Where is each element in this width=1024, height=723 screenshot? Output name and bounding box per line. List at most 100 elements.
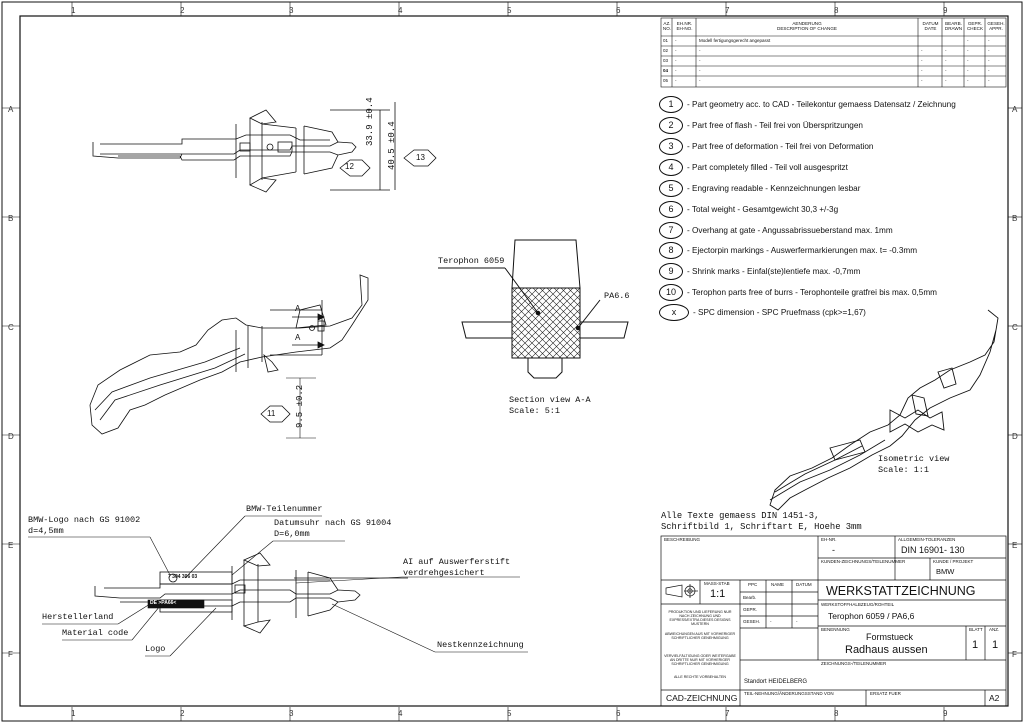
- tb-ersatz-label: ERSATZ FUER: [870, 691, 901, 696]
- zone-row-e-right: E: [1012, 541, 1018, 550]
- callout-leaders: [28, 515, 528, 657]
- rev-row-1-check: -: [967, 38, 969, 43]
- note-bubble: 3: [659, 137, 683, 155]
- tb-disclaimer-4: ALLE RECHTE VORBEHALTEN: [673, 675, 727, 679]
- tb-anz: 1: [992, 639, 999, 651]
- tb-gepr: GEPR.: [743, 607, 758, 612]
- rev-row-3-check: -: [967, 58, 969, 63]
- tb-disclaimer-1: PRODUKTION UND LIEFERUNG NUR NACH ZEICHN…: [668, 610, 732, 627]
- tb-beschreibung: BESCHREIBUNG: [664, 537, 701, 542]
- tb-name: NAME: [771, 582, 785, 587]
- rev-header-drawn: BEARB. DRAWN: [944, 21, 963, 32]
- zone-col-7: 7: [725, 6, 730, 15]
- rev-row-4-date: -: [921, 68, 923, 73]
- note-bubble: 8: [659, 241, 683, 259]
- zone-row-a: A: [8, 105, 14, 114]
- callout-material-code: Material code: [62, 628, 129, 638]
- label-terophon: Terophon 6059: [438, 256, 505, 266]
- tb-benennung-1: Formstueck: [866, 632, 914, 642]
- rev-header-check: GEPR. CHECK: [966, 21, 984, 32]
- dim-12-bubble: [339, 159, 371, 177]
- zone-row-b-right: B: [1012, 214, 1018, 223]
- rev-row-2-check: -: [967, 48, 969, 53]
- note-item: 3 - Part free of deformation - Teil frei …: [659, 137, 874, 155]
- note-text: - Shrink marks - Einfal(ste)lentiefe max…: [687, 266, 861, 276]
- engraving-part-number: 7 304 306 03: [168, 574, 198, 580]
- note-text: - Part free of deformation - Teil frei v…: [687, 141, 874, 151]
- tb-kunde-label: KUNDE / PROJEKT: [933, 559, 974, 564]
- tb-benennung-label: BENENNUNG: [821, 627, 850, 632]
- zone-col-5-bottom: 5: [507, 709, 512, 718]
- tb-format: A2: [989, 693, 1000, 703]
- tb-allg-tol: DIN 16901- 130: [901, 545, 965, 555]
- rev-row-2-change: -: [699, 48, 701, 53]
- section-view-title: Section view A-A: [509, 395, 591, 405]
- engraving-box: [147, 599, 205, 609]
- note-bubble: 6: [659, 200, 683, 218]
- rev-row-5-change: -: [699, 78, 701, 83]
- tb-benennung-2: Radhaus aussen: [845, 644, 928, 656]
- zone-col-2-bottom: 2: [180, 709, 185, 718]
- zone-row-f-right: F: [1012, 650, 1017, 659]
- rev-row-2-eh: -: [675, 48, 677, 53]
- note-bubble: 1: [659, 95, 683, 113]
- rev-row-2-drawn: -: [945, 48, 947, 53]
- zone-col-9: 9: [943, 6, 948, 15]
- rev-row-5-eh: -: [675, 78, 677, 83]
- zone-row-d-right: D: [1012, 432, 1018, 441]
- note-text: - Total weight - Gesamtgewicht 30,3 +/-3…: [687, 204, 839, 214]
- zone-row-b: B: [8, 214, 14, 223]
- note-text: - Overhang at gate - Angussabrissueberst…: [687, 225, 893, 235]
- zone-col-7-bottom: 7: [725, 709, 730, 718]
- note-item: 10- Terophon parts free of burrs - Terop…: [659, 283, 937, 301]
- engraving-material: DE >PA66<: [150, 600, 177, 606]
- dimension-9-5: 9.5 ±0.2: [295, 384, 305, 428]
- dim-11-bubble: [260, 405, 291, 423]
- isometric-view: [769, 309, 999, 511]
- tb-massstab-label: MASS-STAB: [704, 581, 730, 586]
- rev-row-4-eh: -: [675, 68, 677, 73]
- callout-herstellerland: Herstellerland: [42, 612, 114, 622]
- zone-col-8-bottom: 8: [834, 709, 839, 718]
- isometric-title: Isometric view: [878, 454, 950, 464]
- callout-datumsuhr: Datumsuhr nach GS 91004: [274, 518, 392, 528]
- dim-9-5: [286, 377, 316, 439]
- tb-geseh-datum: -: [796, 619, 798, 624]
- note-text: - Part free of flash - Teil frei von Übe…: [687, 120, 863, 130]
- rev-row-4-drawn: -: [945, 68, 947, 73]
- dimension-40-5: 40.5 ±0.4: [387, 121, 397, 170]
- rev-header-date: DATUM DATE: [922, 21, 939, 32]
- section-view-aa: [438, 239, 629, 379]
- zone-col-5: 5: [507, 6, 512, 15]
- balloon-13: 13: [416, 153, 425, 162]
- callout-datumsuhr-d: D=6,0mm: [274, 529, 310, 539]
- rev-header-change: AENDERUNG DESCRIPTION OF CHANGE: [777, 21, 837, 32]
- rev-row-5-check: -: [967, 78, 969, 83]
- zone-col-3-bottom: 3: [289, 709, 294, 718]
- tb-werkstattzeichnung: WERKSTATTZEICHNUNG: [826, 584, 976, 598]
- zone-col-9-bottom: 9: [943, 709, 948, 718]
- rev-row-3-change: -: [699, 58, 701, 63]
- balloon-12: 12: [345, 162, 354, 171]
- tb-massstab: 1:1: [710, 588, 726, 600]
- tb-ppc: PPC: [748, 582, 758, 587]
- rev-row-3-eh: -: [675, 58, 677, 63]
- zone-row-c: C: [8, 323, 14, 332]
- note-bubble: x: [659, 303, 689, 321]
- section-view-scale: Scale: 5:1: [509, 406, 561, 416]
- tb-bearb: Bearb.: [743, 595, 757, 600]
- tb-werkstoff: Terophon 6059 / PA6,6: [828, 611, 915, 621]
- note-item: 4- Part completely filled - Teil voll au…: [659, 158, 848, 176]
- rev-row-4-az: 04: [663, 68, 669, 73]
- title-block-grid: [660, 535, 1007, 707]
- note-bubble: 2: [659, 116, 683, 134]
- rev-row-3-appr: -: [988, 58, 990, 63]
- revision-table-grid: [660, 17, 1007, 88]
- zone-col-1: 1: [71, 6, 76, 15]
- zone-col-1-bottom: 1: [71, 709, 76, 718]
- tb-standort: Standort HEIDELBERG: [744, 679, 808, 685]
- rev-row-4-appr: -: [988, 68, 990, 73]
- note-item: 5- Engraving readable - Kennzeichnungen …: [659, 179, 860, 197]
